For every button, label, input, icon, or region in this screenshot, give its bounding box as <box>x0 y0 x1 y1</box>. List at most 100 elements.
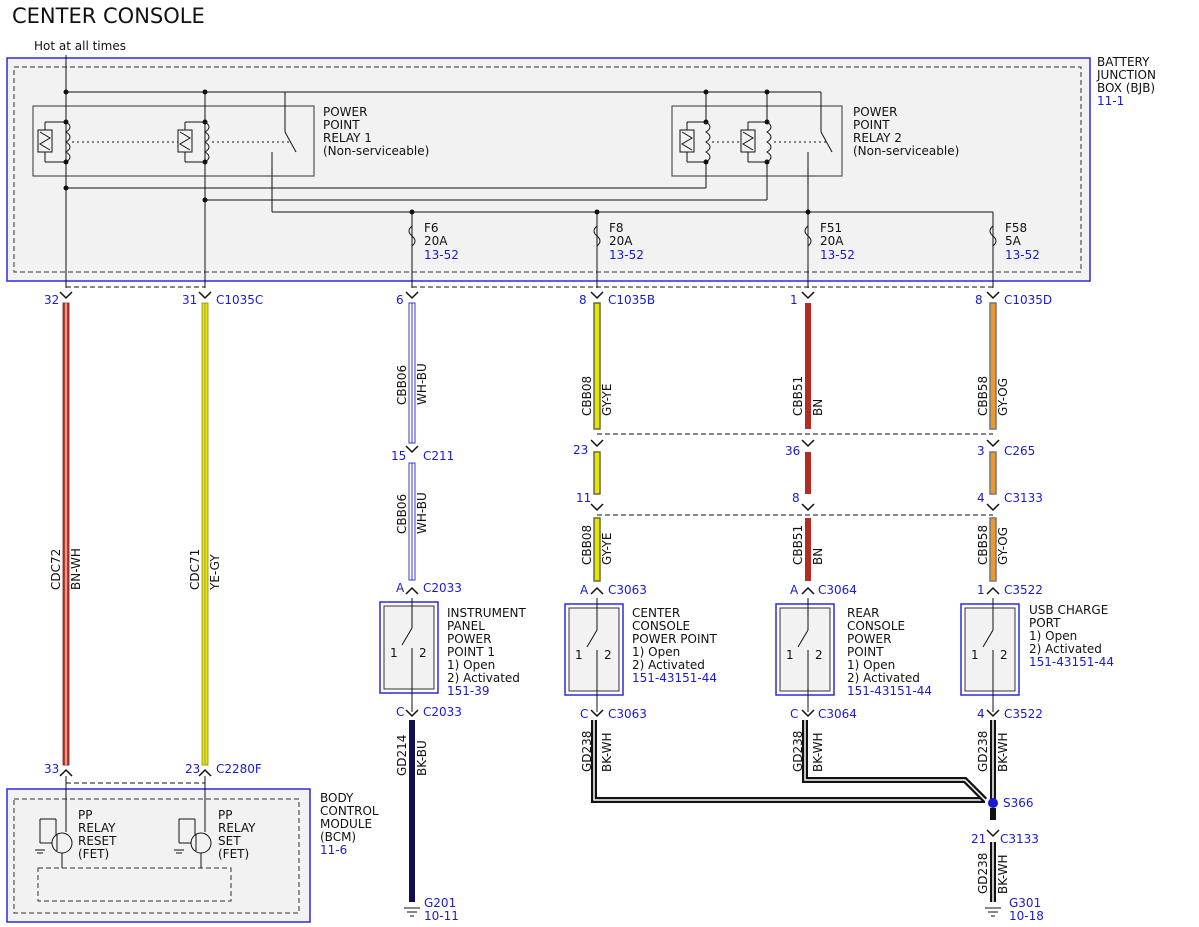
svg-text:A: A <box>580 583 589 597</box>
fuse-f6-rating: 20A <box>424 234 448 248</box>
svg-text:8: 8 <box>792 491 800 505</box>
svg-text:C3522: C3522 <box>1004 583 1043 597</box>
bcm-labels: PP RELAY RESET (FET) PP RELAY SET (FET) … <box>78 791 379 861</box>
svg-text:CBB08: CBB08 <box>580 376 594 416</box>
fuse-f58-ref[interactable]: 13-52 <box>1005 248 1040 262</box>
svg-text:C3133: C3133 <box>1004 491 1043 505</box>
svg-text:CONTROL: CONTROL <box>320 804 379 818</box>
svg-text:C3064: C3064 <box>818 707 857 721</box>
svg-text:2: 2 <box>419 646 427 660</box>
svg-text:1: 1 <box>575 648 583 662</box>
svg-text:PP: PP <box>78 808 92 822</box>
bjb-label-1: BATTERY <box>1097 55 1150 69</box>
svg-text:GD238: GD238 <box>976 731 990 772</box>
svg-text:WH-BU: WH-BU <box>415 492 429 534</box>
svg-text:23: 23 <box>573 443 588 457</box>
relay-1-label-4: (Non-serviceable) <box>323 144 429 158</box>
hot-at-all-times-label: Hot at all times <box>34 39 126 53</box>
svg-text:POWER: POWER <box>447 632 491 646</box>
svg-text:2) Activated: 2) Activated <box>847 671 920 685</box>
svg-text:CDC72: CDC72 <box>49 549 63 590</box>
svg-text:S366: S366 <box>1003 796 1034 810</box>
switch-boxes <box>379 598 1020 712</box>
svg-text:C: C <box>396 705 404 719</box>
svg-text:PP: PP <box>218 808 232 822</box>
ground-g201-ref[interactable]: 10-11 <box>424 909 459 923</box>
svg-text:C: C <box>790 707 798 721</box>
svg-text:CDC71: CDC71 <box>188 549 202 590</box>
svg-text:INSTRUMENT: INSTRUMENT <box>447 606 526 620</box>
svg-text:1: 1 <box>977 583 985 597</box>
svg-text:C3064: C3064 <box>818 583 857 597</box>
svg-text:6: 6 <box>396 293 404 307</box>
svg-text:C3063: C3063 <box>608 707 647 721</box>
fuse-f51-ref[interactable]: 13-52 <box>820 248 855 262</box>
svg-text:1) Open: 1) Open <box>1029 629 1077 643</box>
connector-dashes <box>66 286 993 784</box>
connector-arrows <box>59 291 1000 838</box>
svg-text:CBB58: CBB58 <box>976 525 990 565</box>
svg-text:CBB51: CBB51 <box>791 376 805 416</box>
fuse-f6-name: F6 <box>424 221 439 235</box>
ground-g201-name: G201 <box>424 896 456 910</box>
svg-text:BK-BU: BK-BU <box>415 740 429 776</box>
svg-text:MODULE: MODULE <box>320 817 372 831</box>
svg-text:RESET: RESET <box>78 834 117 848</box>
svg-text:WH-BU: WH-BU <box>415 363 429 405</box>
svg-text:C1035B: C1035B <box>608 293 655 307</box>
svg-text:CONSOLE: CONSOLE <box>847 619 905 633</box>
relay-2-label-2: POINT <box>853 118 890 132</box>
svg-text:2: 2 <box>815 648 823 662</box>
svg-text:8: 8 <box>975 293 983 307</box>
svg-text:POWER: POWER <box>847 632 891 646</box>
svg-text:C211: C211 <box>423 449 454 463</box>
svg-text:31: 31 <box>182 293 197 307</box>
svg-text:POWER POINT: POWER POINT <box>632 632 717 646</box>
fuse-f51-name: F51 <box>820 221 842 235</box>
svg-text:SET: SET <box>218 834 241 848</box>
svg-text:A: A <box>396 581 405 595</box>
svg-text:(FET): (FET) <box>218 847 249 861</box>
bjb-label-3: BOX (BJB) <box>1097 81 1155 95</box>
pin-labels: 32 31 C1035C 6 8 C1035B 1 8 C1035D 15 C2… <box>44 293 1052 846</box>
svg-text:8: 8 <box>579 293 587 307</box>
svg-text:POINT 1: POINT 1 <box>447 645 495 659</box>
svg-text:2) Activated: 2) Activated <box>447 671 520 685</box>
bjb-inner-dashed <box>13 66 1082 273</box>
svg-text:151-39: 151-39 <box>447 684 490 698</box>
ground-g301-ref[interactable]: 10-18 <box>1009 909 1044 923</box>
svg-text:1) Open: 1) Open <box>847 658 895 672</box>
svg-text:2) Activated: 2) Activated <box>632 658 705 672</box>
svg-text:PORT: PORT <box>1029 616 1061 630</box>
fuse-f8-name: F8 <box>609 221 624 235</box>
relay-1-label-3: RELAY 1 <box>323 131 372 145</box>
svg-text:REAR: REAR <box>847 606 879 620</box>
fuse-f8-ref[interactable]: 13-52 <box>609 248 644 262</box>
bjb-ref-link[interactable]: 11-1 <box>1097 94 1124 108</box>
svg-text:POINT: POINT <box>847 645 884 659</box>
svg-text:15: 15 <box>391 449 406 463</box>
svg-text:11-6: 11-6 <box>320 843 347 857</box>
svg-text:C2033: C2033 <box>423 705 462 719</box>
svg-text:C: C <box>580 707 588 721</box>
fuse-f51-rating: 20A <box>820 234 844 248</box>
svg-text:BK-WH: BK-WH <box>600 732 614 772</box>
page-title: CENTER CONSOLE <box>12 4 205 28</box>
fuse-f58-rating: 5A <box>1005 234 1022 248</box>
ground-symbols <box>404 907 1001 917</box>
svg-text:CBB08: CBB08 <box>580 525 594 565</box>
svg-text:C1035D: C1035D <box>1004 293 1052 307</box>
junction-dots <box>63 89 811 215</box>
svg-text:C2280F: C2280F <box>216 762 262 776</box>
fuse-f6-ref[interactable]: 13-52 <box>424 248 459 262</box>
svg-text:GD238: GD238 <box>791 731 805 772</box>
relay-1-box <box>32 105 315 177</box>
svg-text:(FET): (FET) <box>78 847 109 861</box>
svg-text:151-43151-44: 151-43151-44 <box>847 684 932 698</box>
svg-text:C2033: C2033 <box>423 581 462 595</box>
fuse-f8-rating: 20A <box>609 234 633 248</box>
svg-text:(BCM): (BCM) <box>320 830 356 844</box>
svg-text:1: 1 <box>790 293 798 307</box>
